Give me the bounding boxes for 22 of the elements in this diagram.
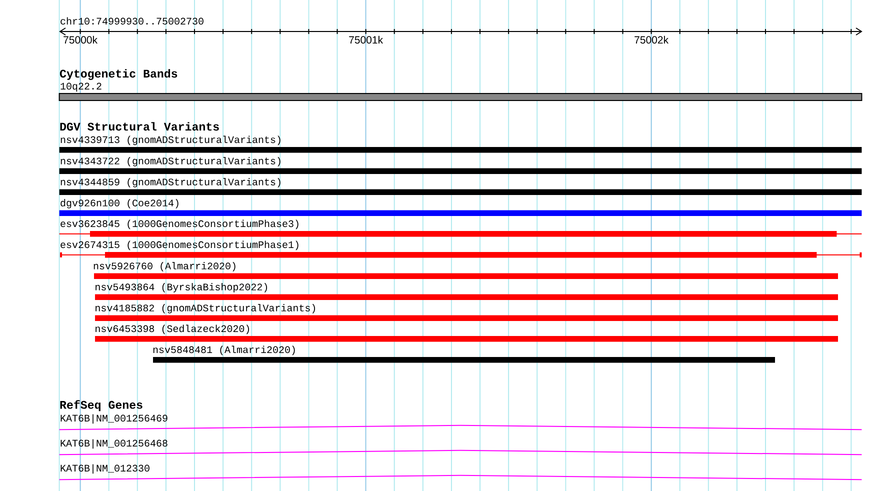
- variant-label: nsv4185882 (gnomADStructuralVariants): [96, 304, 316, 314]
- track-heading: Cytogenetic Bands: [60, 69, 178, 80]
- tick-label: 75002k: [634, 36, 669, 44]
- variant-label: nsv5848481 (Almarri2020): [153, 346, 295, 356]
- variant-label: dgv926n100 (Coe2014): [60, 199, 178, 208]
- tick-label: 75001k: [349, 36, 384, 44]
- variant-label: nsv4339713 (gnomADStructuralVariants): [60, 136, 280, 146]
- track-heading: DGV Structural Variants: [60, 122, 219, 131]
- variant-label: esv2674315 (1000GenomesConsortiumPhase1): [60, 240, 298, 250]
- variant-label: nsv4343722 (gnomADStructuralVariants): [60, 157, 280, 166]
- transcript-label: KAT6B|NM_001256468: [60, 439, 168, 449]
- variant-label: nsv5926760 (Almarri2020): [94, 262, 236, 272]
- transcript-label: KAT6B|NM_001256469: [60, 414, 168, 424]
- variant-label: esv3623845 (1000GenomesConsortiumPhase3): [60, 220, 298, 230]
- variant-label: nsv4344859 (gnomADStructuralVariants): [60, 178, 280, 188]
- tick-label: 75000k: [64, 36, 98, 44]
- variant-label: nsv5493864 (ByrskaBishop2022): [96, 283, 268, 292]
- transcript-label: KAT6B|NM_012330: [60, 464, 150, 474]
- track-heading: RefSeq Genes: [60, 400, 142, 412]
- coordinate-range: chr10:74999930..75002730: [60, 17, 204, 25]
- band-label: 10q22.2: [60, 82, 102, 92]
- variant-label: nsv6453398 (Sedlazeck2020): [96, 324, 250, 334]
